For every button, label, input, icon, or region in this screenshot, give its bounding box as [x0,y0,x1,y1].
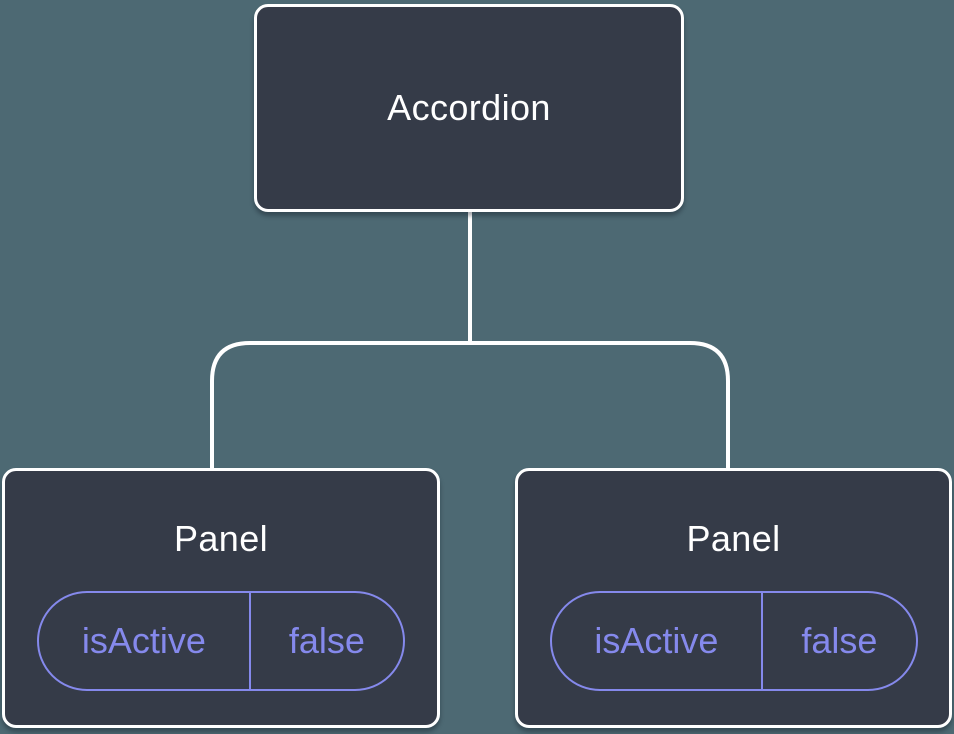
state-value: false [288,620,365,661]
panel-node-right: Panel isActive false [515,468,952,728]
state-pill: isActive false [37,591,405,691]
state-value: false [801,620,878,661]
state-key: isActive [552,593,764,689]
accordion-node-label: Accordion [387,87,551,128]
panel-node-left: Panel isActive false [2,468,440,728]
accordion-node: Accordion [254,4,684,212]
bracket-connector-line [210,341,730,470]
state-pill: isActive false [549,591,918,691]
panel-node-label: Panel [173,518,269,559]
panel-node-label: Panel [686,518,781,559]
state-key: isActive [39,593,251,689]
